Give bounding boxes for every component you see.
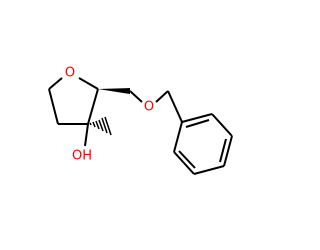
bond-o-ch2-benzyl xyxy=(155,90,169,103)
atom-ether-oxygen: O xyxy=(144,100,154,115)
structure-diagram: O O OH xyxy=(48,65,233,175)
bond-c2-c3 xyxy=(87,88,99,125)
bond-ch2-ipso xyxy=(167,90,183,123)
hashed-wedge-c3-methyl xyxy=(89,116,112,136)
atom-hydroxyl: OH xyxy=(72,149,92,164)
bond-c4-c5 xyxy=(48,88,59,125)
atom-ring-oxygen: O xyxy=(65,66,75,81)
bond-ch2-o xyxy=(129,90,143,103)
bond-c5-o1 xyxy=(48,77,63,90)
wedge-bond-c2-ch2 xyxy=(98,88,130,94)
molecule-svg: O O OH xyxy=(48,66,233,175)
bond-c3-oh xyxy=(84,123,89,147)
bond-o1-c2 xyxy=(78,77,99,90)
benzene-ring xyxy=(173,113,233,175)
